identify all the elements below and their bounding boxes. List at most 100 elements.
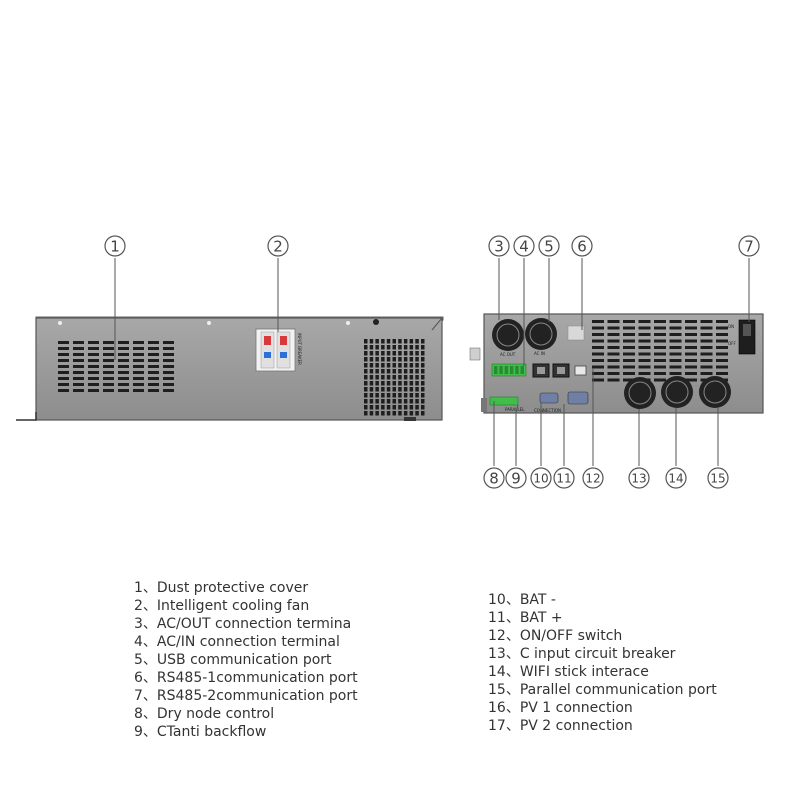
vent-slot [381,381,385,386]
vent-slot [148,371,159,374]
vent-slot [133,383,144,386]
vent-slot [409,393,414,398]
vent-slot [163,389,174,392]
vent-slot [381,369,385,374]
vent-slot [623,372,635,375]
db15-port[interactable] [567,391,589,405]
vent-slot [421,351,425,356]
vent-slot [592,333,604,336]
callout-5: 5 [538,235,560,257]
vent-slot [392,387,396,392]
vent-slot [148,347,159,350]
vent-slot [364,405,368,410]
vent-slot [669,320,682,323]
vent-slot [148,365,159,368]
vent-slot [685,346,697,349]
usb-port[interactable] [574,365,587,376]
legend-item: 10、BAT - [488,592,556,608]
input-breaker[interactable]: INPUT BREAKER [255,328,302,372]
svg-text:ON: ON [728,324,734,329]
vent-slot [369,345,374,350]
vent-slot [381,363,385,368]
vent-slot [409,399,414,404]
vent-slot [58,383,69,386]
vent-slot [654,339,666,343]
vent-slot [103,389,114,392]
callout-number: 2 [273,238,283,256]
vent-slot [163,341,174,344]
vent-slot [638,352,651,356]
vent-slot [88,377,99,380]
rs485-2-port[interactable] [552,363,570,378]
vent-slot [381,399,385,404]
vent-slot [592,365,604,369]
pv-terminal[interactable] [699,376,731,408]
onoff-switch[interactable]: ON OFF [728,319,756,355]
vent-slot [700,339,713,343]
callout-number: 12 [585,472,600,486]
vent-slot [386,375,391,380]
ac-out-terminal[interactable]: AC OUT [492,319,524,357]
vent-slot [415,339,419,344]
legend-item: 5、USB communication port [134,652,332,668]
vent-slot [421,339,425,344]
bat-minus-terminal[interactable] [624,377,656,409]
vent-slot [369,381,374,386]
vent-slot [415,411,419,416]
vent-slot [607,333,620,336]
vent-slot [700,359,713,362]
vent-slot [386,351,391,356]
vent-slot [403,393,408,398]
callout-4: 4 [513,235,535,257]
vent-slot [398,387,402,392]
callout-circle [738,235,760,257]
vent-slot [375,411,379,416]
vent-slot [403,339,408,344]
callout-number: 8 [489,470,499,488]
vent-slot [375,399,379,404]
vent-slot [415,381,419,386]
svg-text:AC IN: AC IN [534,351,545,356]
vent-slot [369,375,374,380]
vent-slot [381,351,385,356]
vent-slot [403,351,408,356]
callout-number: 1 [110,238,120,256]
ac-in-terminal[interactable]: AC IN [525,318,557,356]
vent-slot [392,351,396,356]
vent-slot [669,333,682,336]
vent-slot [403,357,408,362]
vent-slot [716,320,728,323]
vent-slot [133,341,144,344]
vent-slot [700,346,713,349]
callout-2: 2 [267,235,289,257]
dry-node-terminal[interactable] [491,363,527,377]
vent-slot [58,371,69,374]
vent-slot [369,339,374,344]
ct-terminal[interactable] [489,396,519,406]
vent-slot [409,411,414,416]
vent-slot [716,326,728,330]
rs485-1-port[interactable] [532,363,550,378]
vent-slot [654,320,666,323]
vent-slot [638,359,651,362]
vent-slot [398,345,402,350]
vent-slot [415,399,419,404]
vent-slot [638,320,651,323]
vent-slot [716,352,728,356]
vent-slot [386,357,391,362]
vent-slot [716,346,728,349]
vent-slot [103,347,114,350]
db9-port[interactable] [539,392,559,404]
legend-item: 17、PV 2 connection [488,718,633,734]
vent-slot [375,357,379,362]
vent-slot [685,372,697,375]
callout-number: 13 [631,472,646,486]
callout-circle [628,467,650,489]
vent-slot [118,383,129,386]
vent-slot [685,352,697,356]
vent-slot [415,393,419,398]
vent-slot [392,369,396,374]
vent-slot [392,411,396,416]
callout-3: 3 [488,235,510,257]
bat-plus-terminal[interactable] [661,376,693,408]
